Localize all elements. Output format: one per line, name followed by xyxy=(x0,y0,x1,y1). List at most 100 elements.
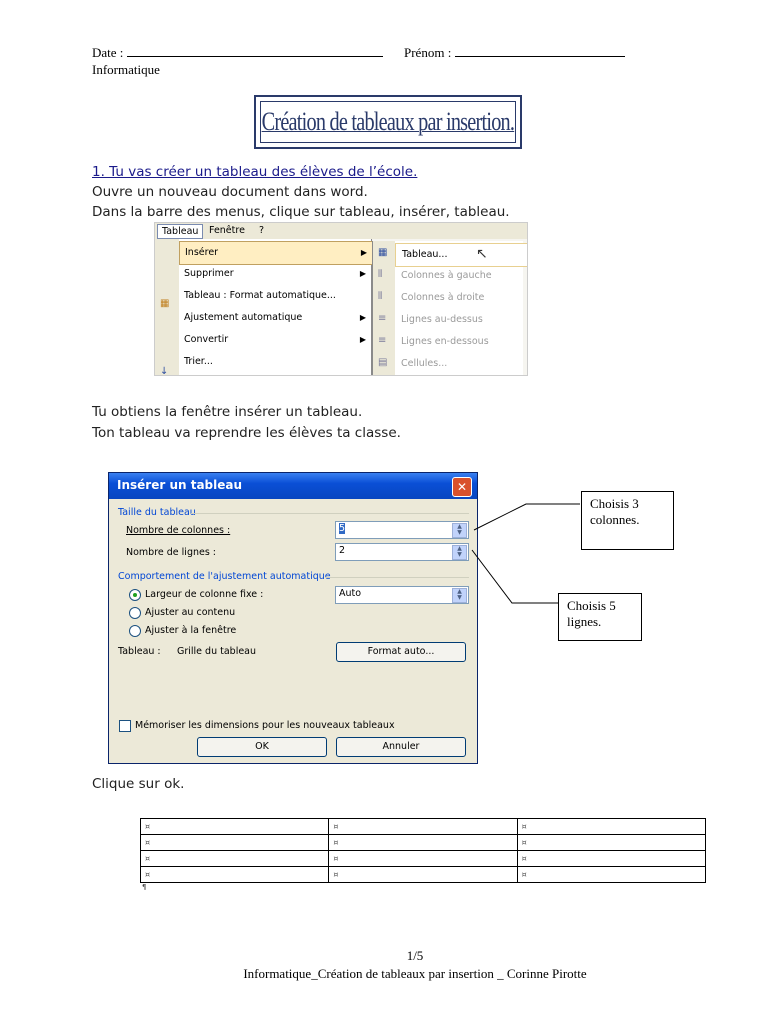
date-label: Date : xyxy=(92,45,124,60)
remember-label: Mémoriser les dimensions pour les nouvea… xyxy=(135,720,395,731)
table-cell[interactable]: ¤ xyxy=(139,818,330,835)
spinner-arrows-icon[interactable]: ▲▼ xyxy=(452,588,467,603)
table-cell[interactable]: ¤ xyxy=(139,850,330,867)
rows-spinner[interactable]: 2 ▲▼ xyxy=(335,543,469,561)
table-cell[interactable]: ¤ xyxy=(516,850,707,867)
submenu-item-tableau[interactable]: Tableau... ↖ xyxy=(395,243,527,267)
table-cell[interactable]: ¤ xyxy=(328,834,518,851)
insert-table-dialog: Insérer un tableau ✕ Taille du tableau N… xyxy=(108,472,478,764)
cell-mark: ¤ xyxy=(145,838,151,847)
submenu-item-col-left[interactable]: Colonnes à gauche xyxy=(401,270,492,281)
paragraph-mark: ¶ xyxy=(142,883,147,891)
prenom-line: Prénom : xyxy=(404,45,625,61)
format-auto-button[interactable]: Format auto... xyxy=(336,642,466,662)
menu-item-format-auto[interactable]: Tableau : Format automatique... xyxy=(179,285,374,307)
style-label: Tableau : xyxy=(118,646,161,657)
cell-mark: ¤ xyxy=(333,854,339,863)
radio-fit-window-label: Ajuster à la fenêtre xyxy=(145,625,237,636)
cell-mark: ¤ xyxy=(521,870,527,879)
section1-line1: Ouvre un nouveau document dans word. xyxy=(92,184,368,200)
table-cell[interactable]: ¤ xyxy=(516,866,707,883)
table-row: ¤ ¤ ¤ xyxy=(139,866,707,883)
cell-mark: ¤ xyxy=(333,870,339,879)
dialog-title: Insérer un tableau xyxy=(117,478,243,492)
submenu-item-row-below[interactable]: Lignes en-dessous xyxy=(401,336,489,347)
callout-rows: Choisis 5 lignes. xyxy=(558,593,642,641)
cols-spinner[interactable]: 5 ▲▼ xyxy=(335,521,469,539)
cell-mark: ¤ xyxy=(145,822,151,831)
prenom-blank xyxy=(454,46,625,57)
close-icon[interactable]: ✕ xyxy=(452,477,472,497)
insert-row-above-icon: ≡ xyxy=(378,313,387,324)
date-blank xyxy=(126,46,383,57)
radio-fit-window[interactable] xyxy=(129,625,141,637)
table-cell[interactable]: ¤ xyxy=(516,834,707,851)
menu-item-label: Convertir xyxy=(184,334,229,345)
menu-item-label: Ajustement automatique xyxy=(184,312,303,323)
table-cell[interactable]: ¤ xyxy=(516,818,707,835)
menu-item-label: Trier... xyxy=(184,356,213,367)
group-autofit: Comportement de l'ajustement automatique xyxy=(118,571,331,582)
submenu-label: Tableau... xyxy=(402,249,448,260)
menu-screenshot: Tableau Fenêtre ? ▦ ↓ Insérer ▶ Supprime… xyxy=(154,222,528,376)
menu-item-ajustement[interactable]: Ajustement automatique ▶ xyxy=(179,307,374,329)
cell-mark: ¤ xyxy=(145,870,151,879)
radio-fixed-width-label: Largeur de colonne fixe : xyxy=(145,589,264,600)
submenu-arrow-icon: ▶ xyxy=(359,313,366,322)
table-cell[interactable]: ¤ xyxy=(328,866,518,883)
submenu-item-col-right[interactable]: Colonnes à droite xyxy=(401,292,485,303)
table-cell[interactable]: ¤ xyxy=(328,818,518,835)
radio-fixed-width[interactable] xyxy=(129,589,141,601)
autoformat-icon: ▦ xyxy=(160,298,170,309)
page-number: 1/5 xyxy=(406,948,424,963)
rows-value: 2 xyxy=(339,545,346,556)
style-value: Grille du tableau xyxy=(177,646,257,657)
ok-button[interactable]: OK xyxy=(197,737,327,757)
menu-item-convertir[interactable]: Convertir ▶ xyxy=(179,329,374,351)
callout-cols-connector xyxy=(473,503,580,531)
footer-text: Informatique_Création de tableaux par in… xyxy=(243,966,587,981)
section2-line1: Tu obtiens la fenêtre insérer un tableau… xyxy=(92,404,363,420)
spinner-arrows-icon[interactable]: ▲▼ xyxy=(452,545,467,560)
menu-fenetre[interactable]: Fenêtre xyxy=(209,225,245,236)
inserer-submenu: ▦ ⫴ ⫴ ≡ ≡ ▤ Tableau... ↖ Colonnes à gauc… xyxy=(372,241,527,375)
radio-fit-content-label: Ajuster au contenu xyxy=(145,607,236,618)
remember-checkbox[interactable] xyxy=(119,720,131,732)
submenu-arrow-icon: ▶ xyxy=(359,335,366,344)
insert-cells-icon: ▤ xyxy=(378,357,388,368)
spinner-arrows-icon[interactable]: ▲▼ xyxy=(452,523,467,538)
tableau-menu: ▦ ↓ Insérer ▶ Supprimer ▶ Tableau : Form… xyxy=(155,239,376,375)
menu-item-supprimer[interactable]: Supprimer ▶ xyxy=(179,263,374,285)
callout-connectors xyxy=(471,503,580,604)
table-row: ¤¤¤ xyxy=(139,818,707,835)
cell-mark: ¤ xyxy=(521,838,527,847)
table-cell[interactable]: ¤ xyxy=(139,834,330,851)
menu-help[interactable]: ? xyxy=(259,225,265,236)
word-table: ¤¤¤¤¤¤¤¤¤¤¤¤ xyxy=(139,818,707,883)
menu-item-label: Insérer xyxy=(185,247,219,258)
submenu-arrow-icon: ▶ xyxy=(360,248,367,257)
fixed-width-spinner[interactable]: Auto ▲▼ xyxy=(335,586,469,604)
cell-mark: ¤ xyxy=(521,854,527,863)
menu-item-trier[interactable]: Trier... xyxy=(179,351,374,373)
cols-label: Nombre de colonnes : xyxy=(126,525,231,536)
radio-fit-content[interactable] xyxy=(129,607,141,619)
cell-mark: ¤ xyxy=(521,822,527,831)
menu-tableau[interactable]: Tableau xyxy=(157,224,204,239)
cancel-button[interactable]: Annuler xyxy=(336,737,466,757)
table-cell[interactable]: ¤ xyxy=(328,850,518,867)
submenu-item-row-above[interactable]: Lignes au-dessus xyxy=(401,314,483,325)
cols-value: 5 xyxy=(339,523,346,534)
callout-rows-connector xyxy=(471,549,558,604)
page-title: Création de tableaux par insertion. xyxy=(261,107,515,136)
submenu-item-cells[interactable]: Cellules... xyxy=(401,358,448,369)
menu-item-inserer[interactable]: Insérer ▶ xyxy=(179,241,376,265)
fixed-width-value: Auto xyxy=(339,588,362,599)
callout-cols: Choisis 3 colonnes. xyxy=(581,491,674,550)
section1-heading: 1. Tu vas créer un tableau des élèves de… xyxy=(92,164,418,180)
menu-item-label: Supprimer xyxy=(184,268,234,279)
section3-line1: Clique sur ok. xyxy=(92,776,185,792)
group-table-size: Taille du tableau xyxy=(118,507,196,518)
table-cell[interactable]: ¤ xyxy=(139,866,330,883)
